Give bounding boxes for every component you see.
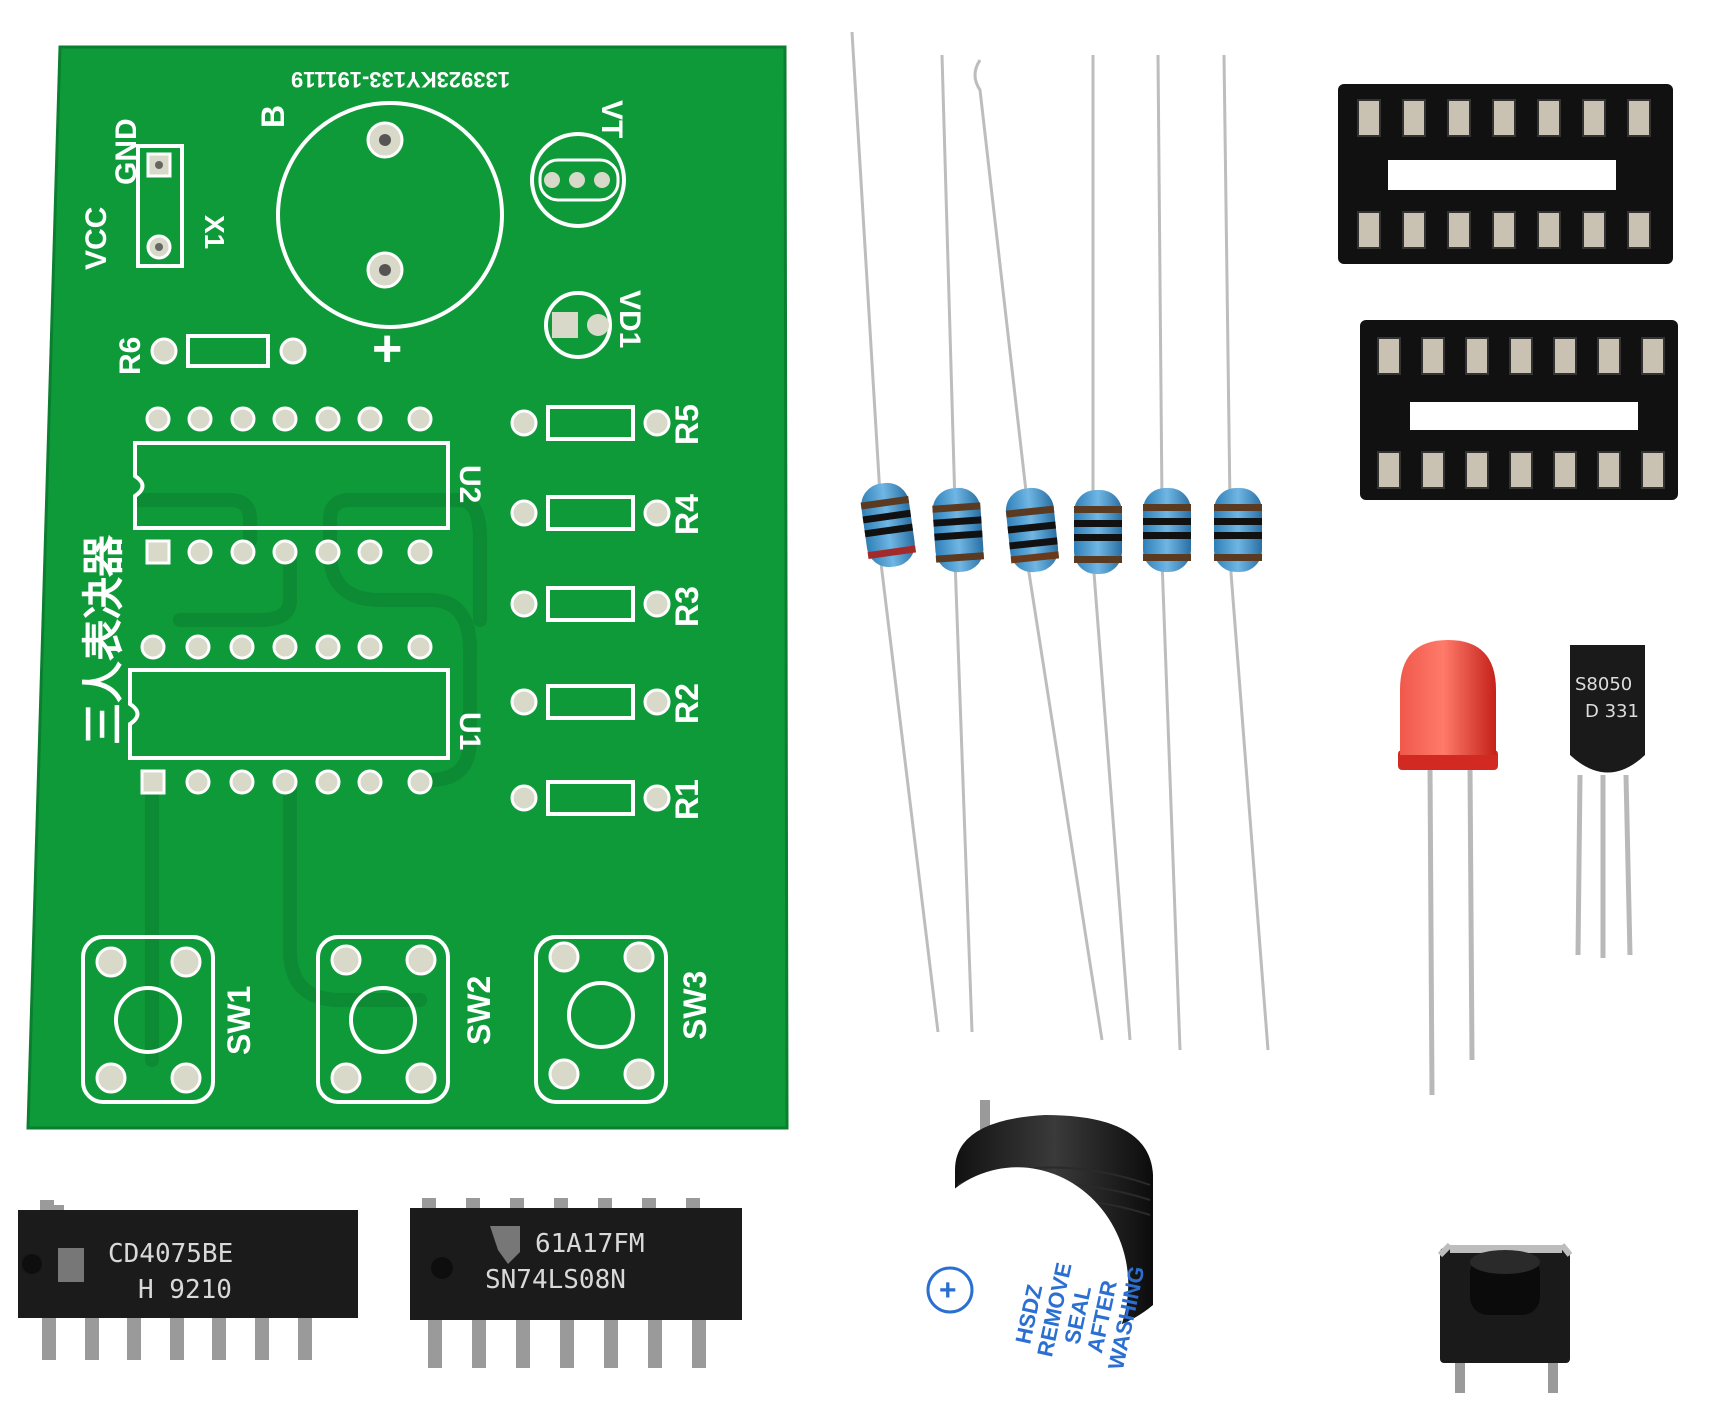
vt-footprint [530, 132, 626, 228]
r3-label: R3 [669, 586, 705, 627]
buzzer-plus-icon [926, 1266, 974, 1314]
s8050-transistor: S8050 D 331 [1570, 645, 1645, 958]
chip-left-line2: H 9210 [138, 1275, 232, 1305]
ic-socket-top [1338, 84, 1673, 264]
switch-footprints [81, 935, 668, 1104]
x1-connector [136, 144, 184, 268]
resistor-body-3 [1005, 487, 1060, 573]
chip-right-line1: 61A17FM [535, 1229, 645, 1259]
vt-label: VT [595, 100, 628, 138]
x1-label: X1 [199, 215, 230, 249]
resistor-footprints [546, 405, 635, 816]
buzzer-plus: + [939, 1274, 957, 1307]
r1-label: R1 [669, 779, 705, 820]
transistor-line1: S8050 [1575, 674, 1632, 695]
ic-socket-bottom [1360, 320, 1678, 500]
pcb-title: 三人表决器 [80, 534, 127, 745]
chip-cd4075be: CD4075BE H 9210 [18, 1200, 358, 1360]
buzzer-footprint [276, 101, 504, 329]
chip-left-line1: CD4075BE [108, 1239, 233, 1269]
r2-label: R2 [669, 683, 705, 724]
chip-sn74ls08n: 61A17FM SN74LS08N [410, 1198, 742, 1368]
resistor-body-1 [860, 482, 917, 568]
plus-label: + [372, 320, 402, 378]
u2-label: U2 [453, 465, 486, 503]
resistor-pads [510, 409, 671, 812]
u2-footprint [133, 406, 450, 565]
vd1-footprint [544, 291, 612, 359]
r6-label: R6 [114, 337, 147, 375]
buzzer: + HSDZ REMOVE SEAL AFTER WASHING [911, 1100, 1153, 1397]
sw2-label: SW2 [461, 976, 497, 1045]
sw3-label: SW3 [677, 971, 713, 1040]
resistors [850, 31, 1270, 1051]
pcb-board: 133923KY133-191119 X1 VCC GND B + [26, 45, 789, 1130]
u1-footprint [128, 634, 450, 795]
sw1-label: SW1 [221, 986, 257, 1055]
vcc-label: VCC [80, 207, 113, 270]
gnd-label: GND [110, 118, 143, 185]
ti-logo-icon [490, 1226, 520, 1264]
resistor-body-4 [1074, 490, 1122, 574]
r5-label: R5 [669, 404, 705, 445]
resistor-body-5 [1143, 488, 1191, 572]
r6-footprint [150, 334, 307, 368]
red-led [1398, 640, 1498, 1096]
tact-switch [1437, 1242, 1573, 1393]
chip-right-line2: SN74LS08N [485, 1265, 626, 1295]
resistor-body-2 [932, 487, 985, 573]
u1-label: U1 [453, 712, 486, 750]
vd1-label: VD1 [613, 290, 646, 348]
r4-label: R4 [669, 494, 705, 535]
pcb-code-text: 133923KY133-191119 [291, 67, 510, 92]
pcb-traces [133, 493, 487, 1067]
b-label: B [255, 105, 291, 128]
resistor-body-6 [1214, 488, 1262, 572]
transistor-line2: D 331 [1585, 701, 1639, 722]
